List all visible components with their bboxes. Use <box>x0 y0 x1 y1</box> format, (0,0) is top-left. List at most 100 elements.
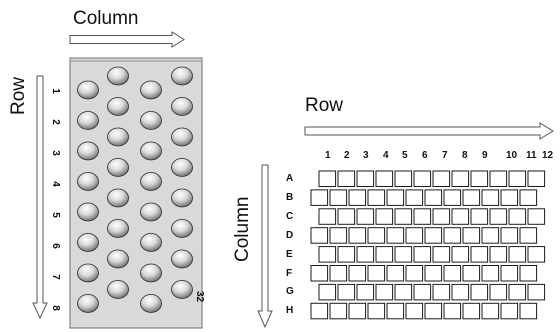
plate-well <box>310 265 329 282</box>
plate-well <box>386 302 405 320</box>
rack-row-number: 1 <box>49 88 61 94</box>
plate-well <box>500 189 519 206</box>
rack-row-number: 7 <box>49 274 61 280</box>
plate-well <box>356 283 375 301</box>
vial-position <box>140 202 162 222</box>
vial-position <box>140 111 162 130</box>
plate-well <box>375 208 394 225</box>
plate-row-letter: E <box>286 248 293 260</box>
plate-row-letter: D <box>286 229 294 241</box>
column-direction-arrow <box>69 31 185 48</box>
vial-position <box>77 172 99 191</box>
vial-position <box>107 249 129 269</box>
rack-row-number: 5 <box>49 212 61 218</box>
plate-well <box>413 283 432 301</box>
vial-position <box>171 280 193 299</box>
plate-well <box>432 170 451 187</box>
plate-well <box>356 208 375 225</box>
plate-column-number: 9 <box>482 150 488 161</box>
rack-row-label: Row <box>8 76 29 115</box>
plate-row-letter: A <box>286 173 294 184</box>
plate-well <box>318 283 337 301</box>
plate-well <box>519 265 538 282</box>
plate-well <box>432 208 451 225</box>
plate-well <box>405 302 424 320</box>
plate-row-label: Row <box>305 95 344 116</box>
plate-column-number: 10 <box>506 150 518 161</box>
rack-row-number: 3 <box>49 150 61 156</box>
plate-well <box>470 208 489 225</box>
plate-well <box>386 265 405 282</box>
plate-column-number: 8 <box>462 150 468 161</box>
rack-count-label: 32 <box>194 291 205 303</box>
plate-column-number: 6 <box>422 150 428 161</box>
vial-position <box>107 66 129 86</box>
plate-well <box>375 283 394 301</box>
vial-position <box>171 127 193 147</box>
plate-well <box>489 170 508 187</box>
plate-row-letter: F <box>286 267 293 279</box>
plate-well <box>394 246 413 263</box>
vial-position <box>107 280 129 299</box>
rack-row-number: 8 <box>49 305 61 311</box>
plate-well <box>310 302 329 320</box>
plate-column-number: 5 <box>402 150 408 161</box>
plate-row-direction-arrow <box>304 122 554 140</box>
vial-position <box>77 111 99 130</box>
plate-well <box>481 302 500 320</box>
plate-well <box>519 189 538 206</box>
plate-well <box>443 265 462 282</box>
vial-grid <box>77 66 193 313</box>
vial-position <box>77 294 99 313</box>
plate-well <box>356 170 375 187</box>
rack-column-label: Column <box>73 8 139 29</box>
plate-well <box>329 265 348 282</box>
plate-well <box>527 283 546 301</box>
vial-position <box>140 172 162 191</box>
vial-position <box>140 141 162 161</box>
vial-position <box>171 188 193 208</box>
vial-position <box>77 141 99 161</box>
plate-well <box>424 302 443 320</box>
plate-well <box>481 265 500 282</box>
plate-well <box>462 265 481 282</box>
plate-column-direction-arrow <box>257 164 273 329</box>
plate-well <box>348 265 367 282</box>
plate-column-number: 4 <box>383 150 389 161</box>
rack-row-number: 4 <box>49 181 61 187</box>
plate-well <box>394 283 413 301</box>
vial-position <box>107 188 129 208</box>
plate-well <box>519 227 538 244</box>
plate-well <box>348 302 367 320</box>
plate-well <box>443 302 462 320</box>
rack-row-number: 2 <box>49 119 61 125</box>
plate-well <box>451 208 470 225</box>
plate-column-number: 3 <box>363 150 369 161</box>
plate-well <box>432 283 451 301</box>
plate-well <box>367 227 386 244</box>
plate-well <box>337 208 356 225</box>
plate-well <box>527 246 546 263</box>
plate-well <box>367 265 386 282</box>
plate-well <box>310 227 329 244</box>
plate-well <box>375 246 394 263</box>
plate-well <box>508 246 527 263</box>
plate-well <box>451 246 470 263</box>
plate-well <box>424 189 443 206</box>
plate-well <box>500 227 519 244</box>
vial-position <box>171 249 193 269</box>
plate-well <box>310 189 329 206</box>
vial-position <box>107 219 129 238</box>
plate-well <box>318 170 337 187</box>
plate-well <box>481 227 500 244</box>
row-direction-arrow <box>32 75 48 320</box>
vial-position <box>107 158 129 177</box>
plate-well <box>337 170 356 187</box>
vial-position <box>140 233 162 252</box>
plate-well <box>481 189 500 206</box>
plate-well <box>527 208 546 225</box>
plate-well <box>489 283 508 301</box>
plate-row-letter: H <box>286 305 294 317</box>
plate-well <box>356 246 375 263</box>
plate-well <box>424 265 443 282</box>
